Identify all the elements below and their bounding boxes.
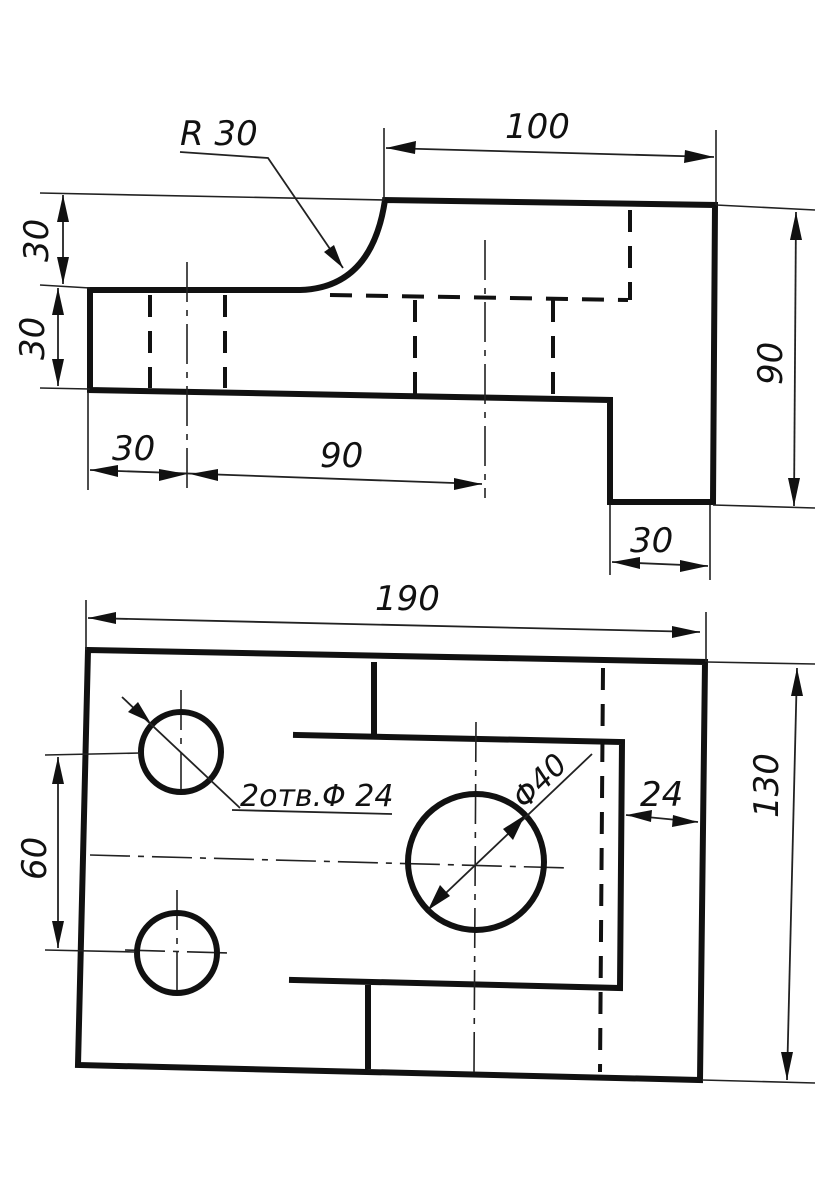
small-hole-leader-shelf [231,809,393,815]
ext-130-bottom [701,1079,816,1084]
left-bottom-height-label: 30 [13,317,53,360]
small-hole-upper [138,709,224,795]
top-view-slot [288,731,626,992]
wall-thickness-label: 24 [640,775,683,815]
small-hole-leader-arrow [128,702,150,722]
front-hidden-ledge [329,293,629,302]
dim-30-upper-arrow-top [57,195,69,222]
dim-30-lower-arrow-top [52,288,64,315]
right-height-label: 90 [751,342,791,385]
dim-130-arrow-bottom [781,1052,793,1080]
small-holes-note: 2отв.Φ 24 [240,779,393,814]
ext-130-top [706,661,816,665]
front-view-outline [87,196,719,505]
ext-60-top [44,752,141,756]
dim-bottom-arrow-mid-a [159,469,187,481]
bottom-mid-width-label: 90 [320,436,363,476]
dim-30-lower-arrow-bottom [52,359,64,386]
ext-top-left [39,192,385,201]
radius-label: R 30 [180,114,258,154]
overall-width-label: 190 [375,579,440,619]
dim-90-line [793,211,797,507]
dim-60-arrow-top [52,757,64,784]
dim-bottom-arrow-mid-b [190,469,218,481]
ext-mid-left [39,284,91,289]
dim-30-upper-arrow-bottom [57,257,69,284]
dim-100-arrow-right [684,150,714,163]
dim-130-arrow-top [791,668,803,696]
top-centerline-big-v [473,721,477,1073]
top-view: 2отв.Φ 24 Φ40 190 130 60 24 [15,579,816,1084]
dim-bottom-arrow-left [90,465,118,477]
ext-60-bottom [44,949,136,953]
ext-bottom-left [39,387,91,390]
top-centerline-horizontal [89,854,571,869]
dim-90-arrow-top [790,212,802,240]
dim-step-arrow-right [680,560,708,572]
bottom-right-width-label: 30 [630,521,673,561]
small-hole-lower [134,910,220,996]
big-hole-leader-arrow-a [428,885,450,910]
ext-bottom-right [712,504,816,509]
top-length-label: 100 [505,107,570,147]
dim-100-arrow-left [386,141,416,154]
top-centerline-hole-lower-h [124,949,231,954]
dim-step-arrow-left [612,557,640,569]
left-top-height-label: 30 [17,219,57,262]
hole-spacing-label: 60 [15,837,55,880]
big-hole-leader-arrow-b [503,815,525,840]
radius-leader-arrow [324,245,343,268]
dim-190-arrow-right [672,626,700,638]
radius-leader [179,151,344,269]
dim-60-arrow-bottom [52,921,64,948]
dim-90-arrow-bottom [788,478,800,506]
ext-top-right [715,204,816,211]
top-view-outline [74,646,709,1084]
dim-190-arrow-left [88,612,116,624]
top-hidden-right [598,667,605,1073]
dim-24-arrow-right [672,815,698,827]
front-view: R 30 100 30 30 90 30 90 30 [13,107,816,580]
dim-100-line [385,147,715,158]
bottom-left-width-label: 30 [112,429,155,469]
big-hole [405,791,547,933]
dim-bottom-line [89,469,483,485]
dim-190-line [87,617,701,633]
dim-bottom-arrow-right [454,478,482,490]
dim-24-arrow-left [626,810,652,822]
overall-depth-label: 130 [747,753,787,818]
dim-130-line [786,667,798,1081]
